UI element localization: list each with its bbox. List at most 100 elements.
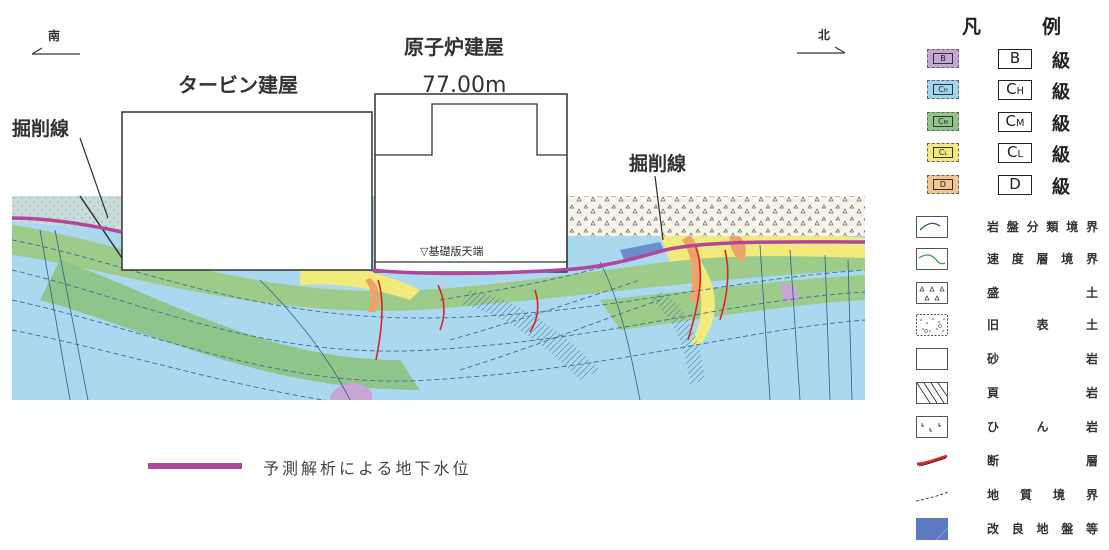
grade-ch-mark: CH xyxy=(933,84,953,95)
legend-char: 盤 xyxy=(1061,522,1074,536)
rock-class-boundary-label: 岩盤分類境界 xyxy=(987,218,1098,235)
grade-b-suffix: 級 xyxy=(1052,51,1070,72)
excavation-right-label: 掘削線 xyxy=(629,152,686,175)
legend-char: 等 xyxy=(1085,522,1098,536)
geological-boundary-icon xyxy=(916,491,948,502)
grade-d-suffix: 級 xyxy=(1052,177,1070,198)
grade-cl-suffix: 級 xyxy=(1052,145,1070,166)
north-arrow-icon xyxy=(797,46,846,54)
excavation-left-label: 掘削線 xyxy=(12,117,69,140)
elevation-label: 77.00m xyxy=(422,73,506,98)
grade-cl-swatch: CL xyxy=(927,143,959,162)
grade-cm-symbol: CM xyxy=(998,112,1032,132)
porphyrite-icon xyxy=(916,416,948,438)
reactor-building xyxy=(374,93,568,273)
legend-char: 岩 xyxy=(1085,352,1098,366)
grade-ch-symbol: CH xyxy=(998,80,1032,100)
legend-char: 断 xyxy=(987,454,1000,468)
legend-geological-boundary: 地質境界 xyxy=(900,482,1109,508)
legend-char: 境 xyxy=(1061,252,1074,266)
legend-char: 旧 xyxy=(987,318,1000,332)
legend-fill-soil: 盛土 xyxy=(900,280,1109,306)
rock-class-boundary-icon xyxy=(916,216,948,238)
legend-char: 境 xyxy=(1066,220,1079,234)
grade-cm-suffix: 級 xyxy=(1052,114,1070,135)
grade-b-mark: B xyxy=(933,53,953,64)
shale-icon xyxy=(916,382,948,404)
legend-improved-ground: 改良地盤等 xyxy=(900,516,1109,542)
legend-old-topsoil: 旧表土 xyxy=(900,312,1109,338)
geological-boundary-label: 地質境界 xyxy=(987,486,1098,503)
legend-rock-class-boundary: 岩盤分類境界 xyxy=(900,214,1109,240)
legend-grade-b: B B 級 xyxy=(900,47,1109,72)
grade-b-symbol: B xyxy=(998,49,1032,69)
legend-char: ひ xyxy=(987,420,1000,434)
legend-char: 土 xyxy=(1085,318,1098,332)
legend-char: 層 xyxy=(1085,454,1098,468)
shale-label: 頁岩 xyxy=(987,384,1098,401)
south-label: 南 xyxy=(48,28,60,43)
legend-title-right: 例 xyxy=(1042,16,1062,38)
fill-soil-label: 盛土 xyxy=(987,284,1098,301)
groundwater-legend-line xyxy=(148,463,242,469)
legend-title-left: 凡 xyxy=(962,16,982,38)
grade-ch-suffix: 級 xyxy=(1052,82,1070,103)
grade-d-swatch: D xyxy=(927,175,959,194)
legend-char: 境 xyxy=(1052,488,1065,502)
legend-char: 類 xyxy=(1046,220,1059,234)
velocity-layer-boundary-label: 速度層境界 xyxy=(987,250,1098,267)
legend-char: 地 xyxy=(987,488,1000,502)
legend-shale: 頁岩 xyxy=(900,380,1109,406)
fault-icon xyxy=(916,454,948,467)
legend-char: 界 xyxy=(1085,220,1098,234)
grade-ch-swatch: CH xyxy=(927,80,959,99)
legend-char: 岩 xyxy=(1085,386,1098,400)
legend: 凡 例 B B 級 CH CH 級 CM CM 級 CL CL 級 D D 級 … xyxy=(900,0,1109,550)
grade-cm-swatch: CM xyxy=(927,112,959,131)
legend-grade-d: D D 級 xyxy=(900,173,1109,198)
grade-b-swatch: B xyxy=(927,49,959,68)
porphyrite-label: ひん岩 xyxy=(987,418,1098,435)
legend-char: 岩 xyxy=(987,220,1000,234)
old-topsoil-icon xyxy=(916,314,948,336)
fault-label: 断層 xyxy=(987,452,1098,469)
old-topsoil-label: 旧表土 xyxy=(987,316,1098,333)
legend-char: ん xyxy=(1036,420,1049,434)
legend-grade-cl: CL CL 級 xyxy=(900,141,1109,166)
legend-sandstone: 砂岩 xyxy=(900,346,1109,372)
excavation-left-leader xyxy=(79,137,109,219)
legend-char: 盛 xyxy=(987,286,1000,300)
sandstone-icon xyxy=(916,348,948,370)
legend-porphyrite: ひん岩 xyxy=(900,414,1109,440)
legend-char: 頁 xyxy=(987,386,1000,400)
reactor-building-label: 原子炉建屋 xyxy=(404,35,504,59)
north-label: 北 xyxy=(818,27,830,42)
grade-d-mark: D xyxy=(933,179,953,190)
legend-char: 土 xyxy=(1085,286,1098,300)
south-arrow-icon xyxy=(31,47,80,55)
groundwater-level-line xyxy=(11,216,866,276)
legend-char: 層 xyxy=(1036,252,1049,266)
legend-char: 地 xyxy=(1036,522,1049,536)
grade-cl-mark: CL xyxy=(933,147,953,158)
legend-grade-ch: CH CH 級 xyxy=(900,78,1109,103)
grade-cl-symbol: CL xyxy=(998,143,1032,163)
legend-char: 速 xyxy=(987,252,1000,266)
legend-char: 界 xyxy=(1085,488,1098,502)
legend-char: 分 xyxy=(1026,220,1039,234)
turbine-building xyxy=(121,111,373,271)
grade-d-symbol: D xyxy=(998,175,1032,195)
improved-ground-icon xyxy=(916,518,948,540)
foundation-label: ▽基礎版天端 xyxy=(420,244,483,258)
legend-grade-cm: CM CM 級 xyxy=(900,110,1109,135)
fill-soil-icon xyxy=(916,282,948,304)
legend-char: 盤 xyxy=(1006,220,1019,234)
legend-char: 砂 xyxy=(987,352,1000,366)
legend-char: 良 xyxy=(1011,522,1024,536)
legend-char: 改 xyxy=(987,522,1000,536)
velocity-layer-boundary-icon xyxy=(916,248,948,270)
legend-char: 質 xyxy=(1019,488,1032,502)
legend-char: 度 xyxy=(1011,252,1024,266)
groundwater-legend-label: 予測解析による地下水位 xyxy=(263,459,472,478)
legend-char: 界 xyxy=(1085,252,1098,266)
